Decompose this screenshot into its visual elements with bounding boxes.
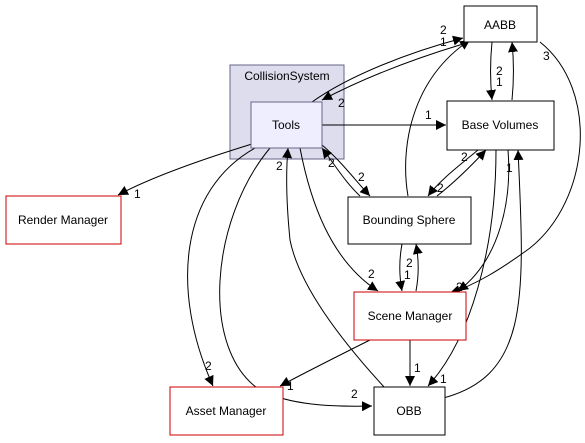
edge-scene-manager-bounding-sphere	[412, 243, 423, 292]
node-bounding-sphere[interactable]: Bounding Sphere	[347, 196, 472, 245]
node-bounding-sphere-label: Bounding Sphere	[363, 213, 456, 227]
node-tools[interactable]: Tools	[250, 101, 323, 149]
edge-label-bounding-sphere-base-volumes: 2	[437, 181, 444, 195]
node-obb-label: OBB	[396, 404, 421, 418]
edge-label-aabb-tools: 2	[338, 96, 345, 110]
edge-tools-obb	[219, 147, 373, 412]
node-base-volumes-box[interactable]	[446, 100, 555, 151]
edge-label-obb-base-volumes: 1	[506, 161, 513, 175]
node-scene-manager[interactable]: Scene Manager	[353, 291, 467, 341]
edge-base-volumes-scene-manager	[457, 149, 510, 292]
edge-label-scene-manager-asset-manager: 1	[287, 379, 294, 393]
node-asset-manager-label: Asset Manager	[186, 404, 267, 418]
node-base-volumes-label: Base Volumes	[462, 118, 539, 132]
node-aabb[interactable]: AABB	[463, 5, 538, 43]
edge-label-bounding-sphere-scene-manager-a: 2	[406, 256, 413, 270]
edge-aabb-scene-manager	[449, 41, 581, 295]
edge-label-base-volumes-bounding-sphere: 2	[461, 150, 468, 164]
node-base-volumes[interactable]: Base Volumes	[446, 100, 555, 151]
edge-obb-tools	[282, 147, 386, 389]
edge-label-aabb-scene-manager: 3	[543, 49, 550, 63]
edge-label-tools-scene-manager: 2	[368, 267, 375, 281]
node-obb[interactable]: OBB	[373, 386, 446, 436]
node-scene-manager-box[interactable]	[353, 291, 467, 341]
edge-label-tools-obb: 2	[351, 387, 358, 401]
node-render-manager[interactable]: Render Manager	[5, 195, 122, 245]
node-aabb-label: AABB	[484, 18, 516, 32]
edge-base-volumes-bounding-sphere	[427, 149, 479, 197]
node-bounding-sphere-box[interactable]	[347, 196, 472, 245]
node-aabb-box[interactable]	[463, 5, 538, 43]
edge-scene-manager-asset-manager	[279, 339, 371, 387]
edge-base-volumes-aabb	[508, 41, 518, 101]
edge-bounding-sphere-aabb	[405, 39, 471, 197]
node-asset-manager[interactable]: Asset Manager	[169, 386, 284, 436]
edge-label-tools-asset-manager: 2	[205, 359, 212, 373]
node-obb-box[interactable]	[373, 386, 446, 436]
node-asset-manager-box[interactable]	[169, 386, 284, 436]
edge-aabb-tools	[321, 43, 464, 101]
edge-label-tools-aabb-a: 2	[440, 23, 447, 37]
node-render-manager-box[interactable]	[5, 195, 122, 245]
cluster-label: CollisionSystem	[244, 69, 329, 83]
node-tools-label: Tools	[272, 118, 300, 132]
edge-bounding-sphere-tools	[321, 147, 361, 197]
node-tools-box[interactable]	[250, 101, 323, 149]
edge-bounding-sphere-scene-manager-a	[395, 243, 406, 292]
edge-label-aabb-base-volumes: 2	[496, 64, 503, 78]
edge-label-tools-base-volumes: 1	[425, 108, 432, 122]
edge-label-bounding-sphere-tools: 2	[358, 170, 365, 184]
edge-base-volumes-obb	[427, 149, 497, 387]
edge-label-base-volumes-scene-manager: 2	[456, 280, 463, 294]
edge-label-obb-tools: 2	[276, 159, 283, 173]
edge-tools-scene-manager	[299, 147, 379, 292]
edges	[117, 35, 581, 412]
edge-labels: 2 1 2 1 2 1 3 1 2 2 2 2 2 2 2 1 2 1 2 1 …	[134, 23, 550, 401]
edge-label-tools-render-manager: 1	[134, 187, 141, 201]
node-render-manager-label: Render Manager	[18, 213, 108, 227]
edge-label-tools-bounding-sphere: 2	[328, 156, 335, 170]
edge-obb-base-volumes	[434, 149, 524, 401]
edge-bounding-sphere-base-volumes	[436, 149, 487, 197]
node-scene-manager-label: Scene Manager	[368, 309, 453, 323]
edge-label-bounding-sphere-scene-manager-b: 1	[404, 268, 411, 282]
edge-tools-render-manager	[117, 143, 253, 196]
edge-tools-asset-manager	[187, 147, 256, 387]
edge-label-base-volumes-obb: 1	[440, 372, 447, 386]
edge-label-scene-manager-obb: 1	[414, 361, 421, 375]
edge-aabb-base-volumes	[486, 41, 496, 101]
edge-label-tools-aabb-b: 1	[440, 35, 447, 49]
edge-label-base-volumes-aabb: 1	[496, 75, 503, 89]
